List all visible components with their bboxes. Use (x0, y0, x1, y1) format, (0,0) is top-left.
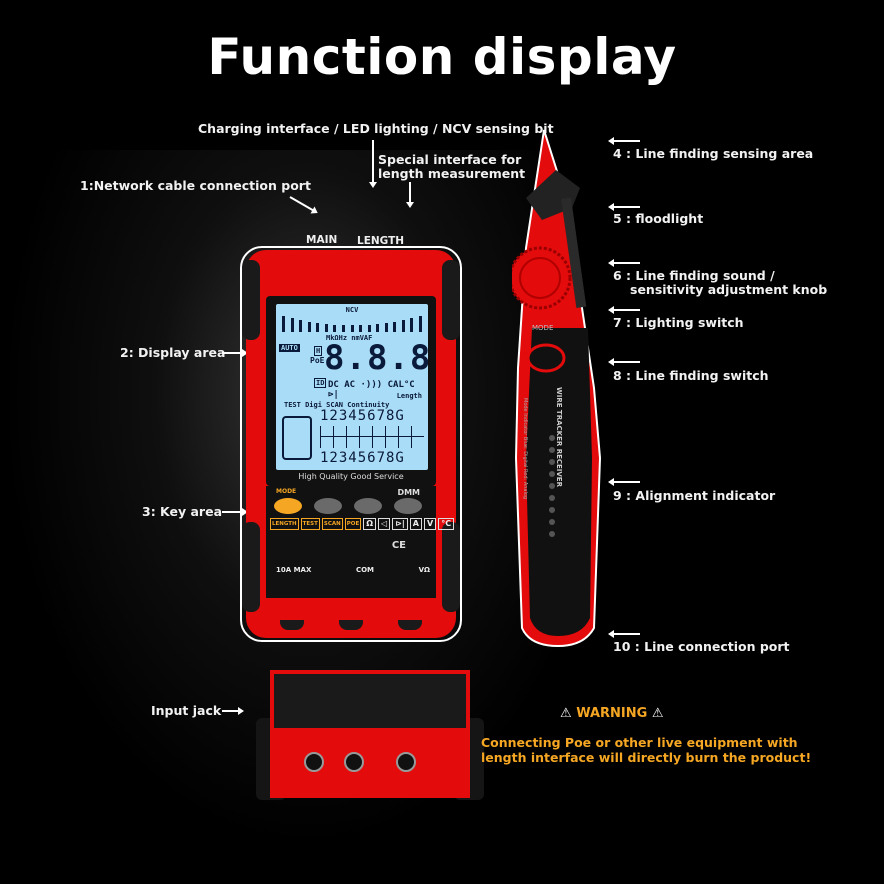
warning-icon: ⚠ (560, 706, 572, 721)
callout-floodlight: 5 : floodlight (613, 211, 704, 226)
device-outline (240, 246, 462, 642)
tracker-mode-button[interactable] (534, 348, 558, 366)
arrow-length-port (406, 182, 414, 208)
jack-top-panel (270, 670, 470, 730)
ce-mark: CE (391, 540, 406, 551)
callout-charging: Charging interface / LED lighting / NCV … (198, 121, 554, 136)
lcd-signal-bars (282, 314, 422, 332)
jack-10a: 10A MAX (276, 566, 312, 574)
wire-tracker-receiver: MODE WIRE TRACKER RECEIVER Mode Indicato… (512, 128, 604, 648)
bumper (242, 522, 260, 612)
key-button-2[interactable] (314, 498, 342, 514)
fn-buzzer: ◁ (378, 518, 391, 530)
bumper (442, 522, 460, 612)
arrow-knob (608, 259, 640, 267)
lcd-pin-row-1: 12345678G (320, 408, 405, 424)
slogan: High Quality Good Service (298, 472, 404, 481)
lcd-units: MkΩHz nmVAF (326, 334, 373, 342)
lcd-ncv: NCV (345, 306, 359, 314)
jack-socket-com[interactable] (344, 752, 364, 772)
dmm-key-label: DMM (397, 488, 420, 497)
callout-finding-switch: 8 : Line finding switch (613, 368, 769, 383)
callout-knob-1: 6 : Line finding sound / (613, 268, 775, 283)
callout-length-port-2: length measurement (378, 166, 526, 181)
cable-tester-device: NCV MkΩHz nmVAF AUTO H PoE ID 8.8.8.8 DC… (240, 246, 462, 642)
arrow-lighting-switch (608, 306, 640, 314)
warning-text-line-2: length interface will directly burn the … (481, 750, 812, 765)
fn-temp: °C (438, 518, 455, 530)
jack-front-panel (270, 728, 470, 798)
key-button-3[interactable] (354, 498, 382, 514)
callout-key-area: 3: Key area (142, 504, 223, 519)
jack-com: COM (355, 566, 375, 574)
mode-key-label: MODE (276, 488, 297, 495)
arrow-floodlight (608, 203, 640, 211)
callout-sensing-area: 4 : Line finding sensing area (613, 146, 814, 161)
dmm-button[interactable] (394, 498, 422, 514)
fn-poe: POE (344, 518, 362, 530)
arrow-connection-port (608, 630, 640, 638)
port-main-label: MAIN (306, 234, 338, 246)
jack-socket-vohm[interactable] (396, 752, 416, 772)
page-title: Function display (207, 28, 677, 86)
lcd-dc-ac: DC AC ·))) CAL°C ⊳| (328, 380, 415, 400)
lcd-modes: TEST Digi SCAN Continuity (284, 401, 390, 409)
warning-icon: ⚠ (651, 706, 664, 721)
input-jack-closeup (256, 670, 484, 800)
jack-labels: 10A MAX COM VΩ (276, 566, 430, 574)
lcd-reading: 8.8.8.8 (324, 338, 428, 378)
callout-display-area: 2: Display area (120, 345, 226, 360)
arrow-finding-switch (608, 358, 640, 366)
tracker-body-graphic (512, 129, 602, 648)
callout-alignment: 9 : Alignment indicator (613, 488, 776, 503)
fn-scan: SCAN (321, 518, 343, 530)
device-feet (280, 620, 422, 634)
warning-text: Connecting Poe or other live equipment w… (481, 735, 811, 765)
arrow-alignment (608, 478, 640, 486)
tracker-mode-indicator: Mode Indicator Blue: Digital Red: Analog (522, 398, 528, 500)
fn-amp: A (409, 518, 422, 530)
arrow-charging (369, 140, 377, 188)
callout-lighting-switch: 7 : Lighting switch (613, 315, 744, 330)
lcd-id: ID (314, 378, 327, 388)
lcd-display: NCV MkΩHz nmVAF AUTO H PoE ID 8.8.8.8 DC… (276, 304, 428, 470)
warning-title: ⚠ WARNING ⚠ (560, 706, 663, 721)
lcd-pin-row-2: 12345678G (320, 450, 405, 466)
jack-vohm: VΩ (418, 566, 430, 574)
callout-length-port-1: Special interface for (378, 152, 522, 167)
lcd-length: Length (396, 392, 422, 400)
lcd-hold: H (314, 346, 323, 356)
callout-network-port: 1:Network cable connection port (80, 178, 311, 193)
key-panel: MODE DMM LENGTH TEST SCAN POE Ω ◁ ⊳| A V… (266, 486, 455, 598)
callout-input-jack: Input jack (151, 703, 222, 718)
fn-diode: ⊳| (392, 518, 408, 530)
jack-socket-10a[interactable] (304, 752, 324, 772)
callout-knob-2: sensitivity adjustment knob (630, 282, 828, 297)
arrow-sensing-area (608, 137, 640, 145)
arrow-key-area (222, 508, 248, 516)
fn-test: TEST (300, 518, 320, 530)
warning-title-text: WARNING (576, 706, 648, 721)
lcd-auto: AUTO (279, 344, 300, 352)
function-labels: LENGTH TEST SCAN POE Ω ◁ ⊳| A V °C (270, 518, 455, 530)
fn-length: LENGTH (270, 518, 299, 530)
lcd-connector-icon (282, 416, 312, 460)
tracker-mode-label: MODE (532, 324, 554, 332)
lcd-poe: PoE (310, 356, 325, 365)
arrow-input-jack (222, 707, 244, 715)
warning-text-line-1: Connecting Poe or other live equipment w… (481, 735, 798, 750)
port-length-label: LENGTH (357, 235, 405, 247)
bumper (442, 260, 460, 340)
fn-ohm: Ω (363, 518, 377, 530)
tracker-brand: WIRE TRACKER RECEIVER (555, 387, 563, 487)
callout-connection-port: 10 : Line connection port (613, 639, 790, 654)
arrow-display-area (222, 349, 248, 357)
lcd-wire-map (320, 426, 424, 448)
bumper (242, 260, 260, 340)
mode-button[interactable] (274, 498, 302, 514)
fn-volt: V (424, 518, 437, 530)
